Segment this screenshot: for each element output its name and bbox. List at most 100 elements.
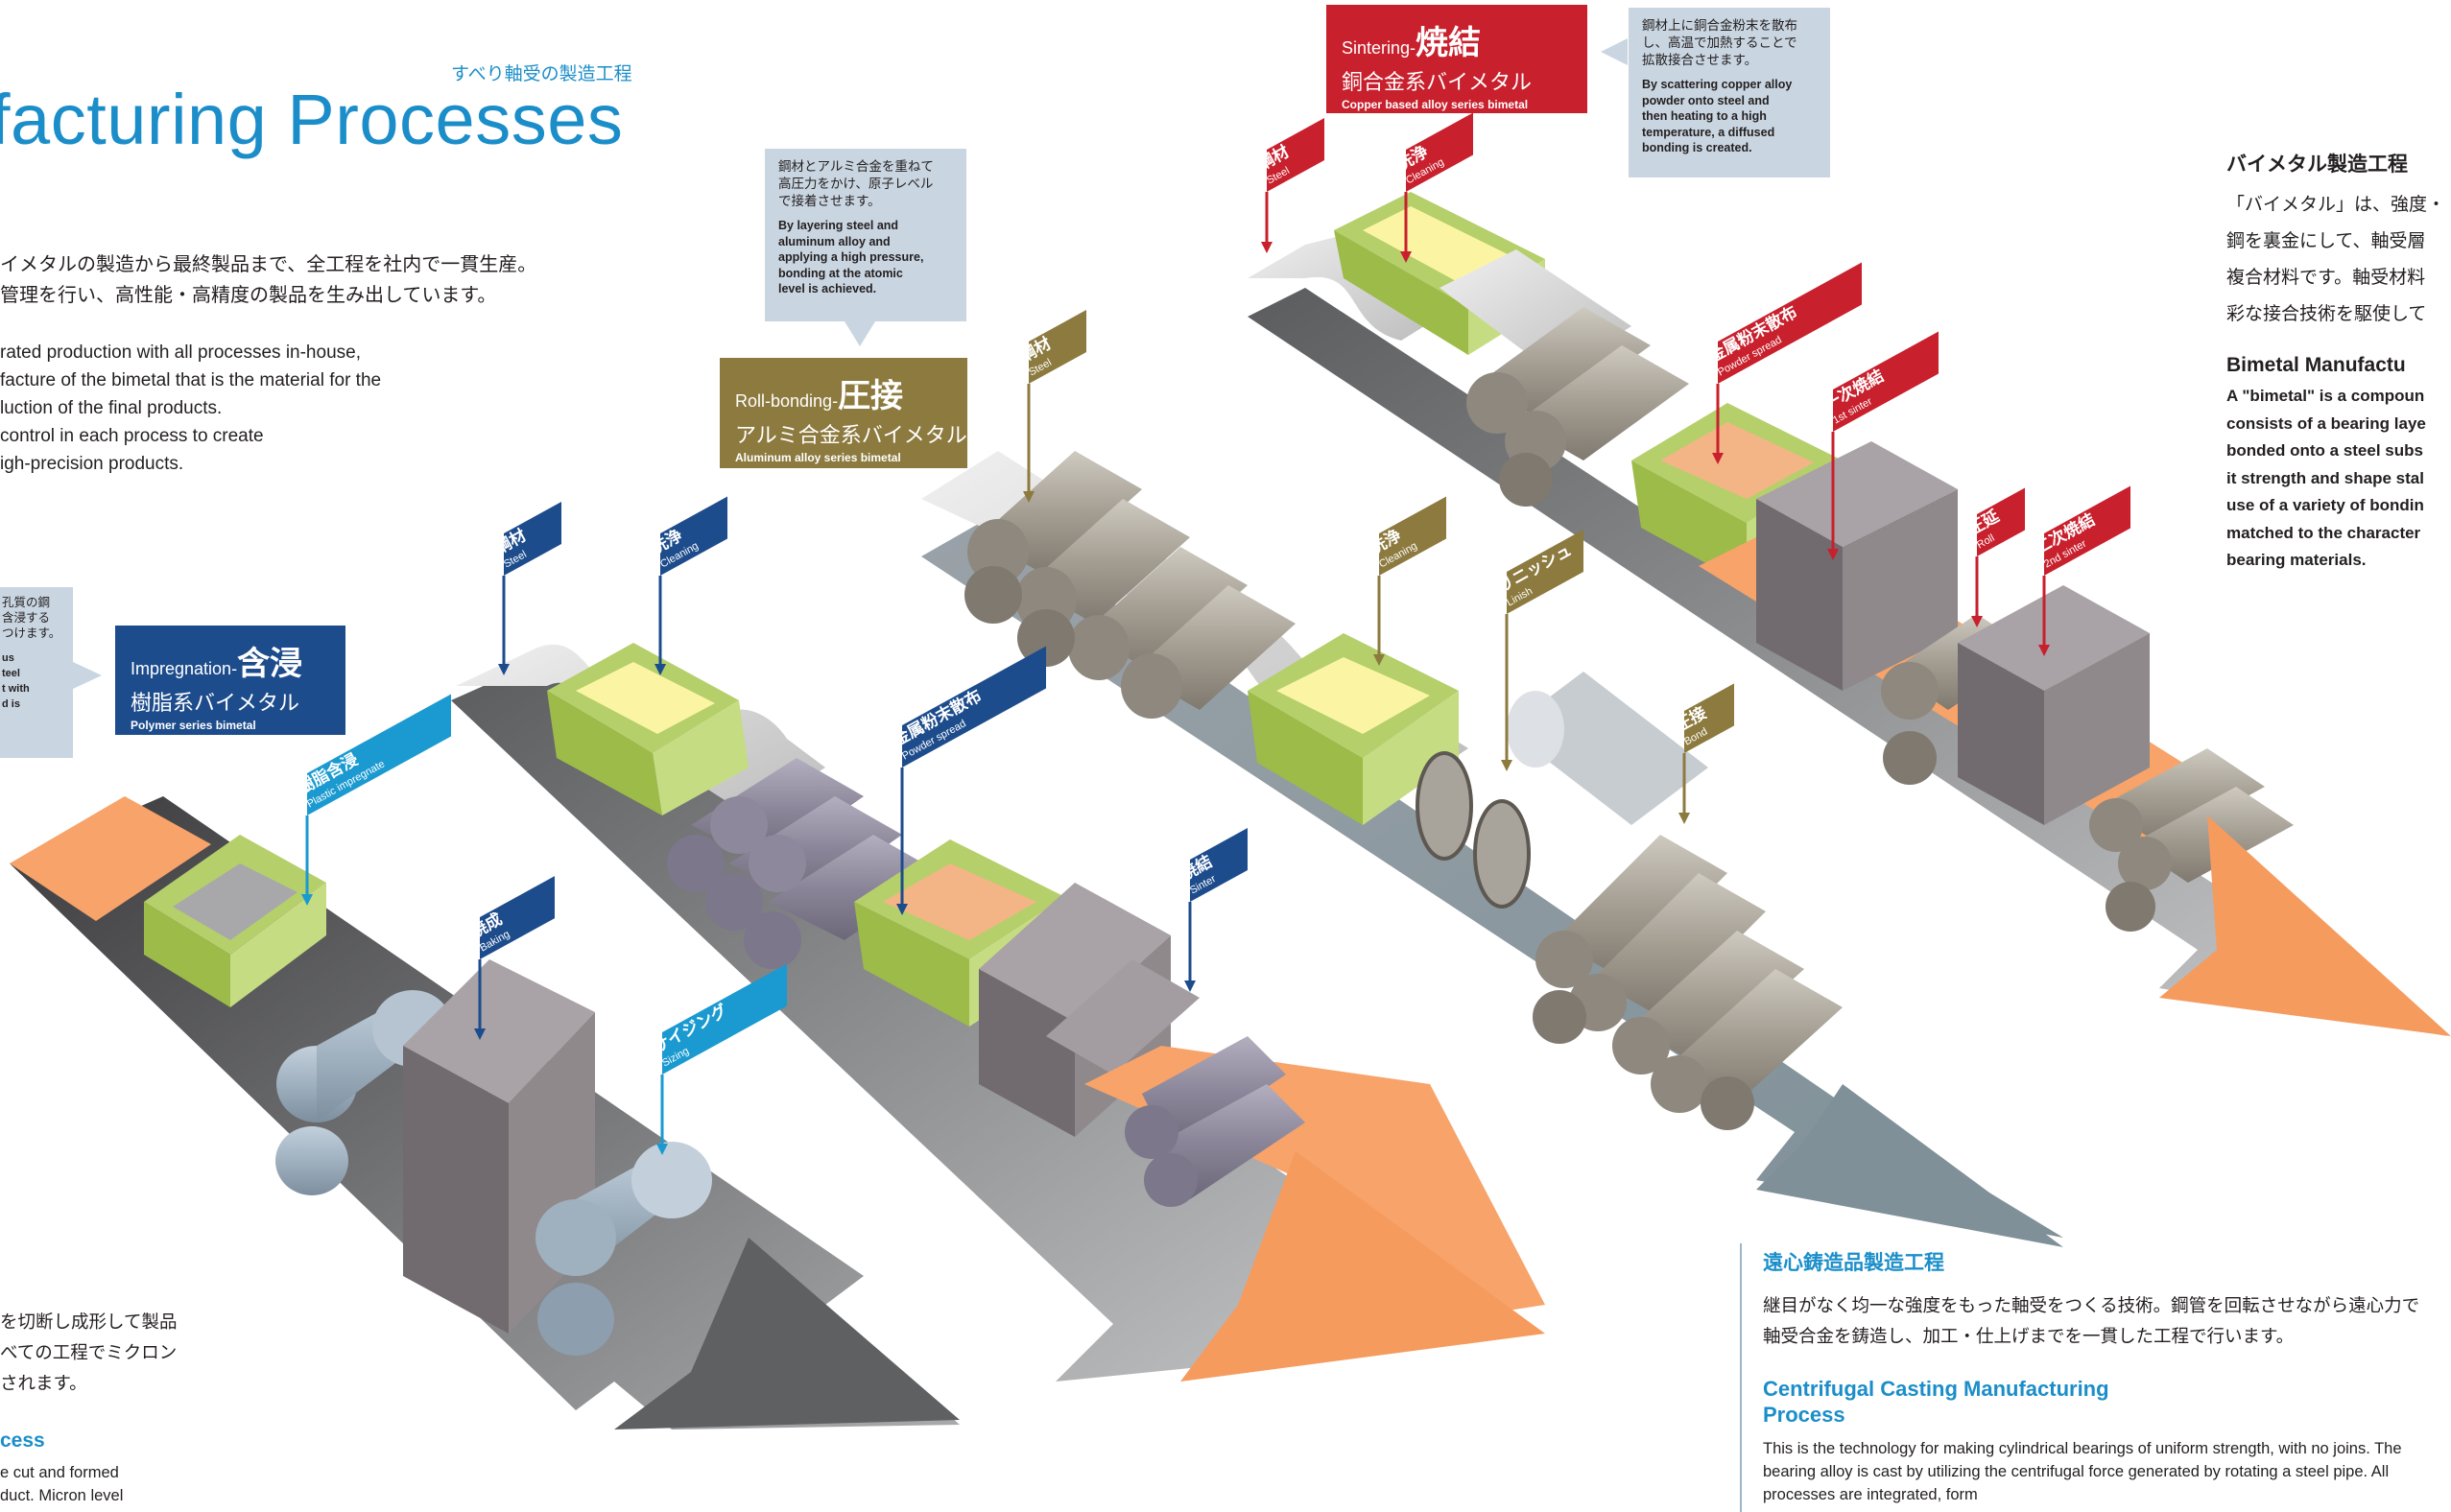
callout-en-line: bonding is created. xyxy=(1642,141,1752,154)
impregnate-box xyxy=(144,835,326,1007)
flag-pointer xyxy=(654,664,666,675)
bimetal-body-jp-line: 複合材料です。軸受材料 xyxy=(2226,268,2426,288)
sintering-callout: 鋼材上に銅合金粉末を散布 し、高温で加熱することで 拡散接合させます。 By s… xyxy=(1629,8,1830,177)
flag-banner xyxy=(662,963,787,1075)
impregnation-material-en: Polymer series bimetal xyxy=(131,719,256,732)
flag-banner xyxy=(480,876,555,959)
intro-en-line: control in each process to create xyxy=(0,426,264,446)
callout-en-line: then heating to a high xyxy=(1642,109,1767,123)
centrifugal-heading-jp: 遠心鋳造品製造工程 xyxy=(1763,1252,1944,1274)
orange-strip-polymer xyxy=(10,796,211,921)
sintering-material-jp: 銅合金系バイメタル xyxy=(1342,70,1533,94)
rollers-2b xyxy=(1125,1036,1305,1207)
bottom-left-en-line: duct. Micron level xyxy=(0,1487,124,1504)
flag-pointer xyxy=(498,664,510,675)
callout-en-line: us xyxy=(2,652,14,664)
sintering-label: Sintering-焼結 銅合金系バイメタル Copper based allo… xyxy=(1326,5,1587,113)
bimetal-body-en-line: consists of a bearing laye xyxy=(2226,413,2426,433)
bimetal-body-jp-line: 鋼を裏金にして、軸受層 xyxy=(2226,231,2426,251)
impregnation-material-jp: 樹脂系バイメタル xyxy=(131,691,300,715)
intro-en: rated production with all processes in-h… xyxy=(0,339,451,478)
flag-pointer xyxy=(1400,251,1412,263)
impregnation-callout: 孔質の鋼 含浸する つけます。 us teel t with d is xyxy=(0,587,73,758)
bimetal-section: バイメタル製造工程 「バイメタル」は、強度・ 鋼を裏金にして、軸受層 複合材料で… xyxy=(2226,149,2451,575)
roll-bonding-label-jp: 圧接 xyxy=(838,378,904,414)
callout-en-line: applying a high pressure, xyxy=(778,250,924,264)
flag-banner xyxy=(660,496,727,576)
bottom-left-jp-line: べての工程でミクロン xyxy=(0,1342,178,1362)
bimetal-heading-jp: バイメタル製造工程 xyxy=(2226,154,2408,176)
belt-copper-arrow xyxy=(2159,815,2451,1036)
sizing-rollers xyxy=(535,1142,712,1356)
bimetal-body-en-line: bonded onto a steel subs xyxy=(2226,441,2423,460)
page-subtitle-jp: すべり軸受の製造工程 xyxy=(451,64,632,84)
callout-en-line: teel xyxy=(2,668,20,679)
centrifugal-heading-en: Centrifugal Casting Manufacturing Proces… xyxy=(1763,1377,2109,1427)
flag-pointer xyxy=(1373,654,1385,666)
flag-banner xyxy=(1718,262,1862,384)
bimetal-body-en-line: bearing materials. xyxy=(2226,551,2367,569)
bottom-left-jp-line: されます。 xyxy=(0,1373,87,1393)
centrifugal-body-en: This is the technology for making cylind… xyxy=(1763,1440,2402,1503)
flag-banner xyxy=(1507,530,1583,614)
intro-jp-line: イメタルの製造から最終製品まで、全工程を社内で一貫生産。 xyxy=(0,254,537,275)
flag-pointer xyxy=(656,1144,668,1155)
callout-jp-line: し、高温で加熱することで xyxy=(1642,35,1797,50)
impregnation-label: Impregnation-含浸 樹脂系バイメタル Polymer series … xyxy=(115,626,345,735)
sinter-oven-4a xyxy=(1756,441,1958,691)
flag-banner xyxy=(1977,487,2025,556)
callout-en-line: powder onto steel and xyxy=(1642,93,1770,107)
bottom-left-heading: cess xyxy=(0,1429,45,1452)
bimetal-body-jp-line: 「バイメタル」は、強度・ xyxy=(2226,195,2446,215)
bimetal-body-en-line: use of a variety of bondin xyxy=(2226,496,2424,514)
bottom-left-en: e cut and formed duct. Micron level xyxy=(0,1461,123,1507)
rollers-3b xyxy=(1121,585,1296,719)
sinter-oven-4b xyxy=(1958,585,2150,825)
roll-bonding-material-jp: アルミ合金系バイメタル xyxy=(735,423,967,447)
cleaning-box-3 xyxy=(1248,633,1459,825)
callout-jp-line: 含浸する xyxy=(2,611,51,625)
bottom-left-jp: を切断し成形して製品 べての工程でミクロン されます。 xyxy=(0,1307,177,1399)
centrifugal-rule xyxy=(1740,1243,1742,1512)
intro-en-line: rated production with all processes in-h… xyxy=(0,343,361,363)
rollers-4 xyxy=(1466,307,1689,507)
flag-pointer xyxy=(301,894,313,906)
page-title: facturing Processes xyxy=(0,80,624,159)
intro-jp-line: 管理を行い、高性能・高精度の製品を生み出しています。 xyxy=(0,285,497,306)
flag-pointer xyxy=(1827,549,1839,560)
flag-pointer xyxy=(1971,616,1983,627)
sintering-callout-tail xyxy=(1601,38,1628,65)
callout-jp-line: 高圧力をかけ、原子レベル xyxy=(778,177,934,191)
roll-bonding-callout: 鋼材とアルミ合金を重ねて 高圧力をかけ、原子レベル で接着させます。 By la… xyxy=(765,149,966,321)
callout-en-line: bonding at the atomic xyxy=(778,266,903,280)
flag-banner xyxy=(1379,496,1446,576)
flag-pointer xyxy=(1184,980,1196,992)
flag-banner xyxy=(1029,310,1086,384)
callout-en-line: By layering steel and xyxy=(778,219,899,232)
bimetal-heading-en: Bimetal Manufactu xyxy=(2226,354,2406,376)
flag-pointer xyxy=(1501,760,1512,771)
rollers-3c xyxy=(1612,931,1843,1130)
callout-jp-line: 拡散接合させます。 xyxy=(1642,53,1758,67)
flag-pointer xyxy=(2038,645,2050,656)
callout-jp-line: 孔質の鋼 xyxy=(2,596,51,609)
bimetal-body-en-line: it strength and shape stal xyxy=(2226,468,2424,487)
flag-pointer xyxy=(1261,242,1273,253)
impregnation-label-jp: 含浸 xyxy=(237,646,303,682)
bimetal-body-en-line: A "bimetal" is a compoun xyxy=(2226,387,2425,405)
flag-banner xyxy=(2044,485,2130,576)
callout-jp-line: 鋼材上に銅合金粉末を散布 xyxy=(1642,18,1797,33)
callout-en-line: level is achieved. xyxy=(778,282,877,295)
callout-jp-line: で接着させます。 xyxy=(778,194,881,208)
callout-en-line: temperature, a diffused xyxy=(1642,125,1775,139)
flag-pointer xyxy=(1712,453,1724,464)
callout-en-line: By scattering copper alloy xyxy=(1642,78,1793,91)
flag-banner xyxy=(1267,118,1324,192)
belt-sinter-arrow xyxy=(1180,1151,1545,1382)
flag-pointer xyxy=(1678,813,1690,824)
callout-en-line: t with xyxy=(2,683,30,695)
